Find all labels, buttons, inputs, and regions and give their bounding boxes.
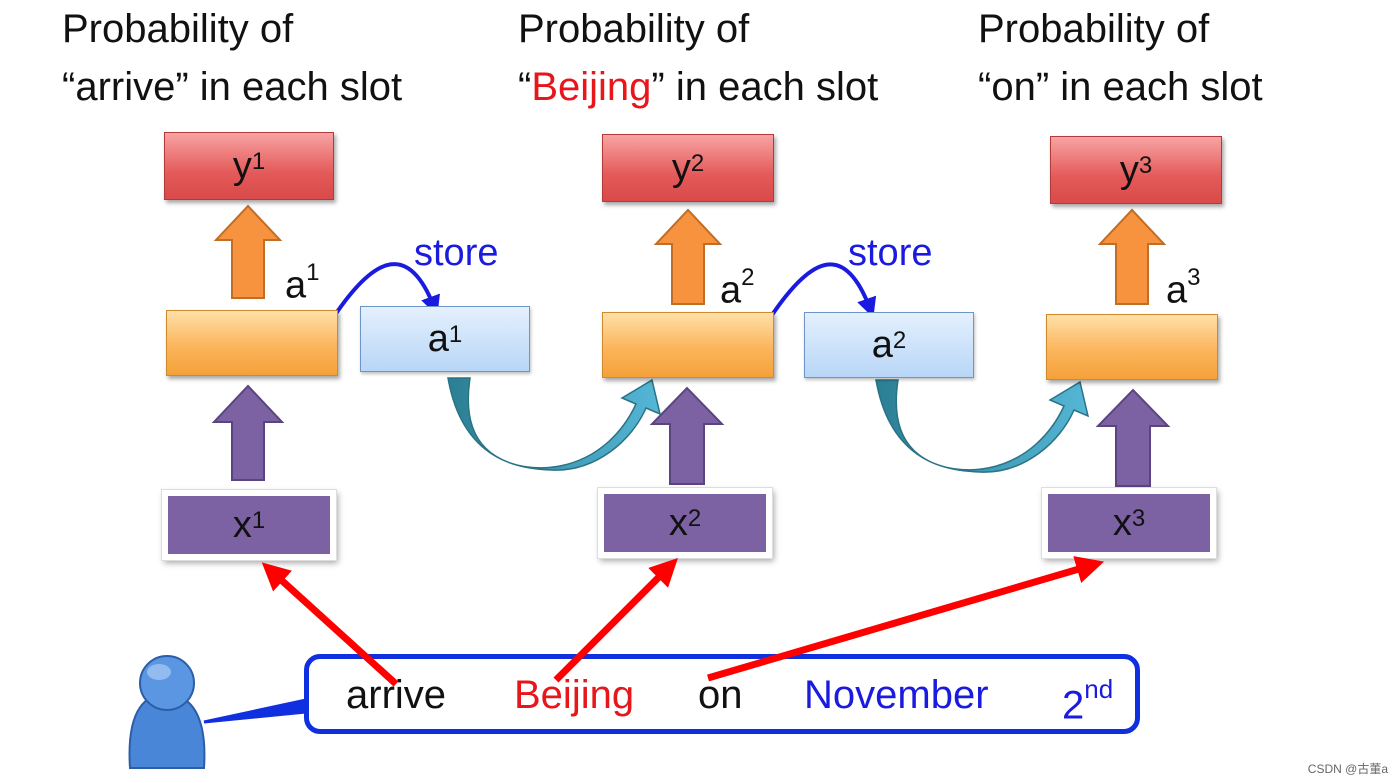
up-arrow-orange-2 bbox=[653, 208, 723, 305]
store-arrow-1 bbox=[331, 262, 440, 320]
up-arrow-purple-3 bbox=[1095, 388, 1171, 487]
store-arrow-2 bbox=[768, 262, 877, 320]
up-arrow-purple-1 bbox=[211, 384, 285, 481]
title-beijing: Probability of “Beijing” in each slot bbox=[518, 7, 879, 109]
up-arrow-orange-1 bbox=[213, 204, 283, 299]
hidden-label-a2: a2 bbox=[720, 264, 755, 312]
hidden-box-1 bbox=[166, 310, 338, 376]
word-beijing: Beijing bbox=[514, 673, 635, 717]
hidden-box-2 bbox=[602, 312, 774, 378]
store-label-1: store bbox=[414, 232, 499, 274]
hidden-label-a1: a1 bbox=[285, 259, 320, 307]
title-arrive: Probability of “arrive” in each slot bbox=[62, 7, 403, 109]
word-arrow-beijing bbox=[553, 558, 678, 683]
word-arrow-on bbox=[707, 556, 1105, 682]
watermark: CSDN @古董a bbox=[1307, 762, 1388, 776]
word-arrow-arrive bbox=[261, 562, 399, 687]
up-arrow-purple-2 bbox=[649, 386, 725, 485]
hidden-label-a3: a3 bbox=[1166, 264, 1201, 312]
hidden-box-3 bbox=[1046, 314, 1218, 380]
feed-arrow-2 bbox=[875, 379, 1090, 473]
title-on: Probability of “on” in each slot bbox=[978, 7, 1263, 109]
feed-arrow-1 bbox=[447, 377, 662, 471]
word-on: on bbox=[698, 673, 743, 717]
word-2nd: 2nd bbox=[1062, 674, 1114, 728]
title-highlight-word: Beijing bbox=[531, 65, 652, 109]
word-november: November bbox=[804, 673, 989, 717]
sentence-bubble bbox=[304, 654, 1140, 734]
up-arrow-orange-3 bbox=[1097, 208, 1167, 305]
store-label-2: store bbox=[848, 232, 933, 274]
user-icon bbox=[128, 655, 206, 769]
